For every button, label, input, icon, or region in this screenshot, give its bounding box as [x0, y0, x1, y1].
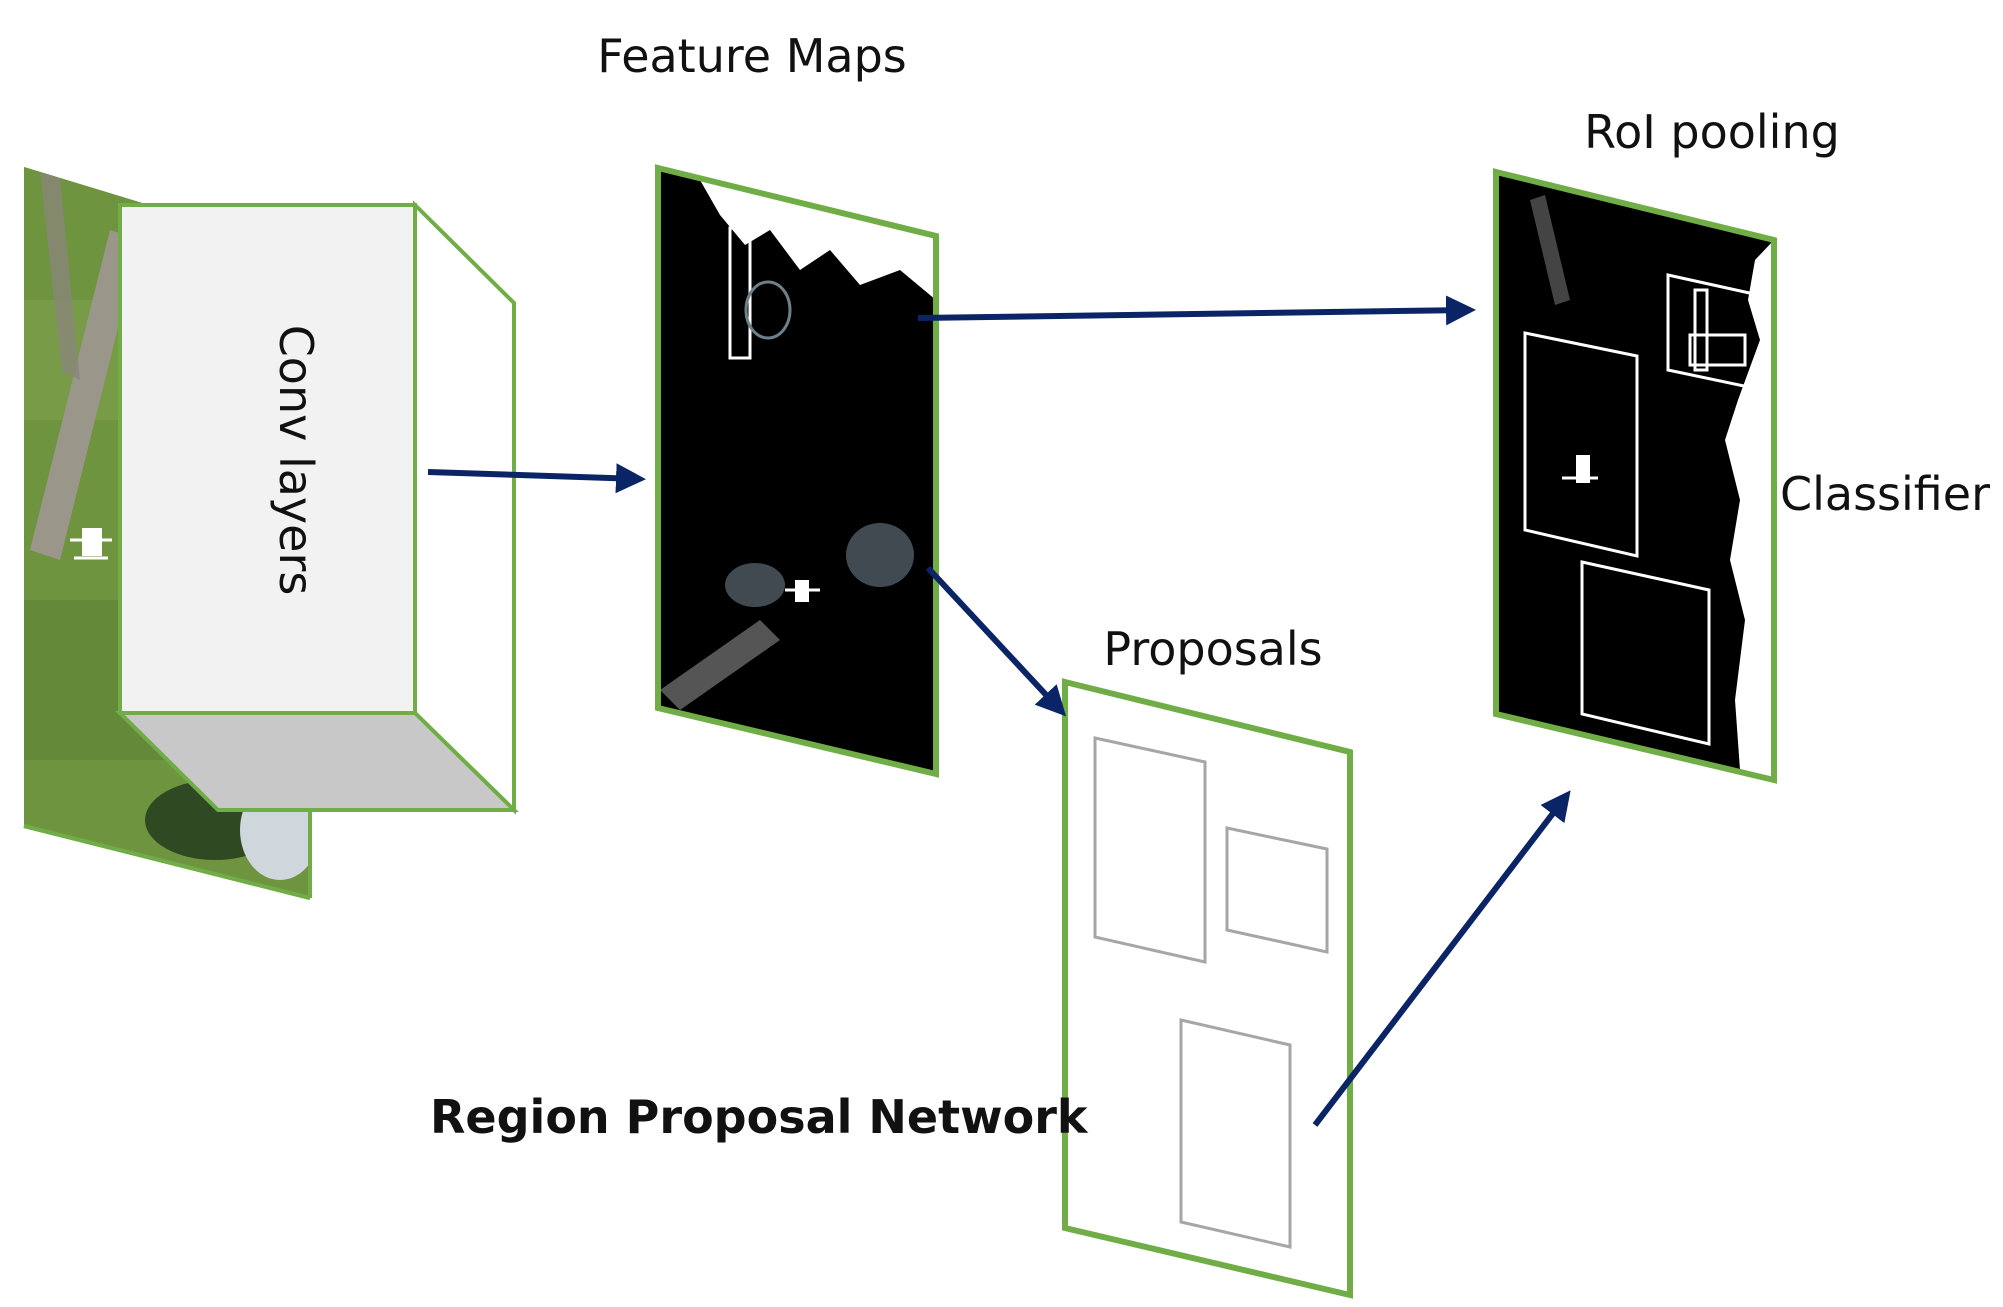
arrows — [427, 295, 1571, 1127]
drone-icon — [70, 528, 112, 560]
roi-box-middle — [1523, 331, 1639, 558]
roi-box-bottom — [1580, 560, 1711, 746]
proposal-box-3 — [1179, 1018, 1292, 1249]
conv-layers-label: Conv layers — [269, 325, 323, 596]
roi-box-top — [1666, 273, 1765, 392]
classifier-label: Classifier — [1780, 467, 1990, 521]
proposals-label: Proposals — [1103, 622, 1322, 676]
arrow-feature-to-roi — [917, 295, 1476, 326]
proposal-box-2 — [1225, 826, 1329, 954]
roi-pooling-label: RoI pooling — [1584, 105, 1840, 159]
roi-tower-icon — [1688, 288, 1747, 372]
rpn-label: Region Proposal Network — [430, 1090, 1089, 1144]
proposals-panel: Proposals — [1062, 622, 1353, 1299]
roi-pooling-panel: RoI pooling Classifier — [1493, 105, 1990, 784]
feature-drone-icon — [785, 580, 820, 602]
arrow-feature-to-proposals — [925, 565, 1067, 717]
feature-maps-label: Feature Maps — [597, 29, 907, 83]
roi-drone-icon — [1562, 455, 1598, 483]
feature-map-panel: Feature Maps — [597, 29, 939, 778]
arrow-conv-to-feature — [427, 463, 646, 494]
proposal-box-1 — [1093, 736, 1207, 964]
conv-layers-box: Conv layers — [115, 200, 519, 815]
arrow-proposals-to-roi — [1312, 790, 1571, 1127]
